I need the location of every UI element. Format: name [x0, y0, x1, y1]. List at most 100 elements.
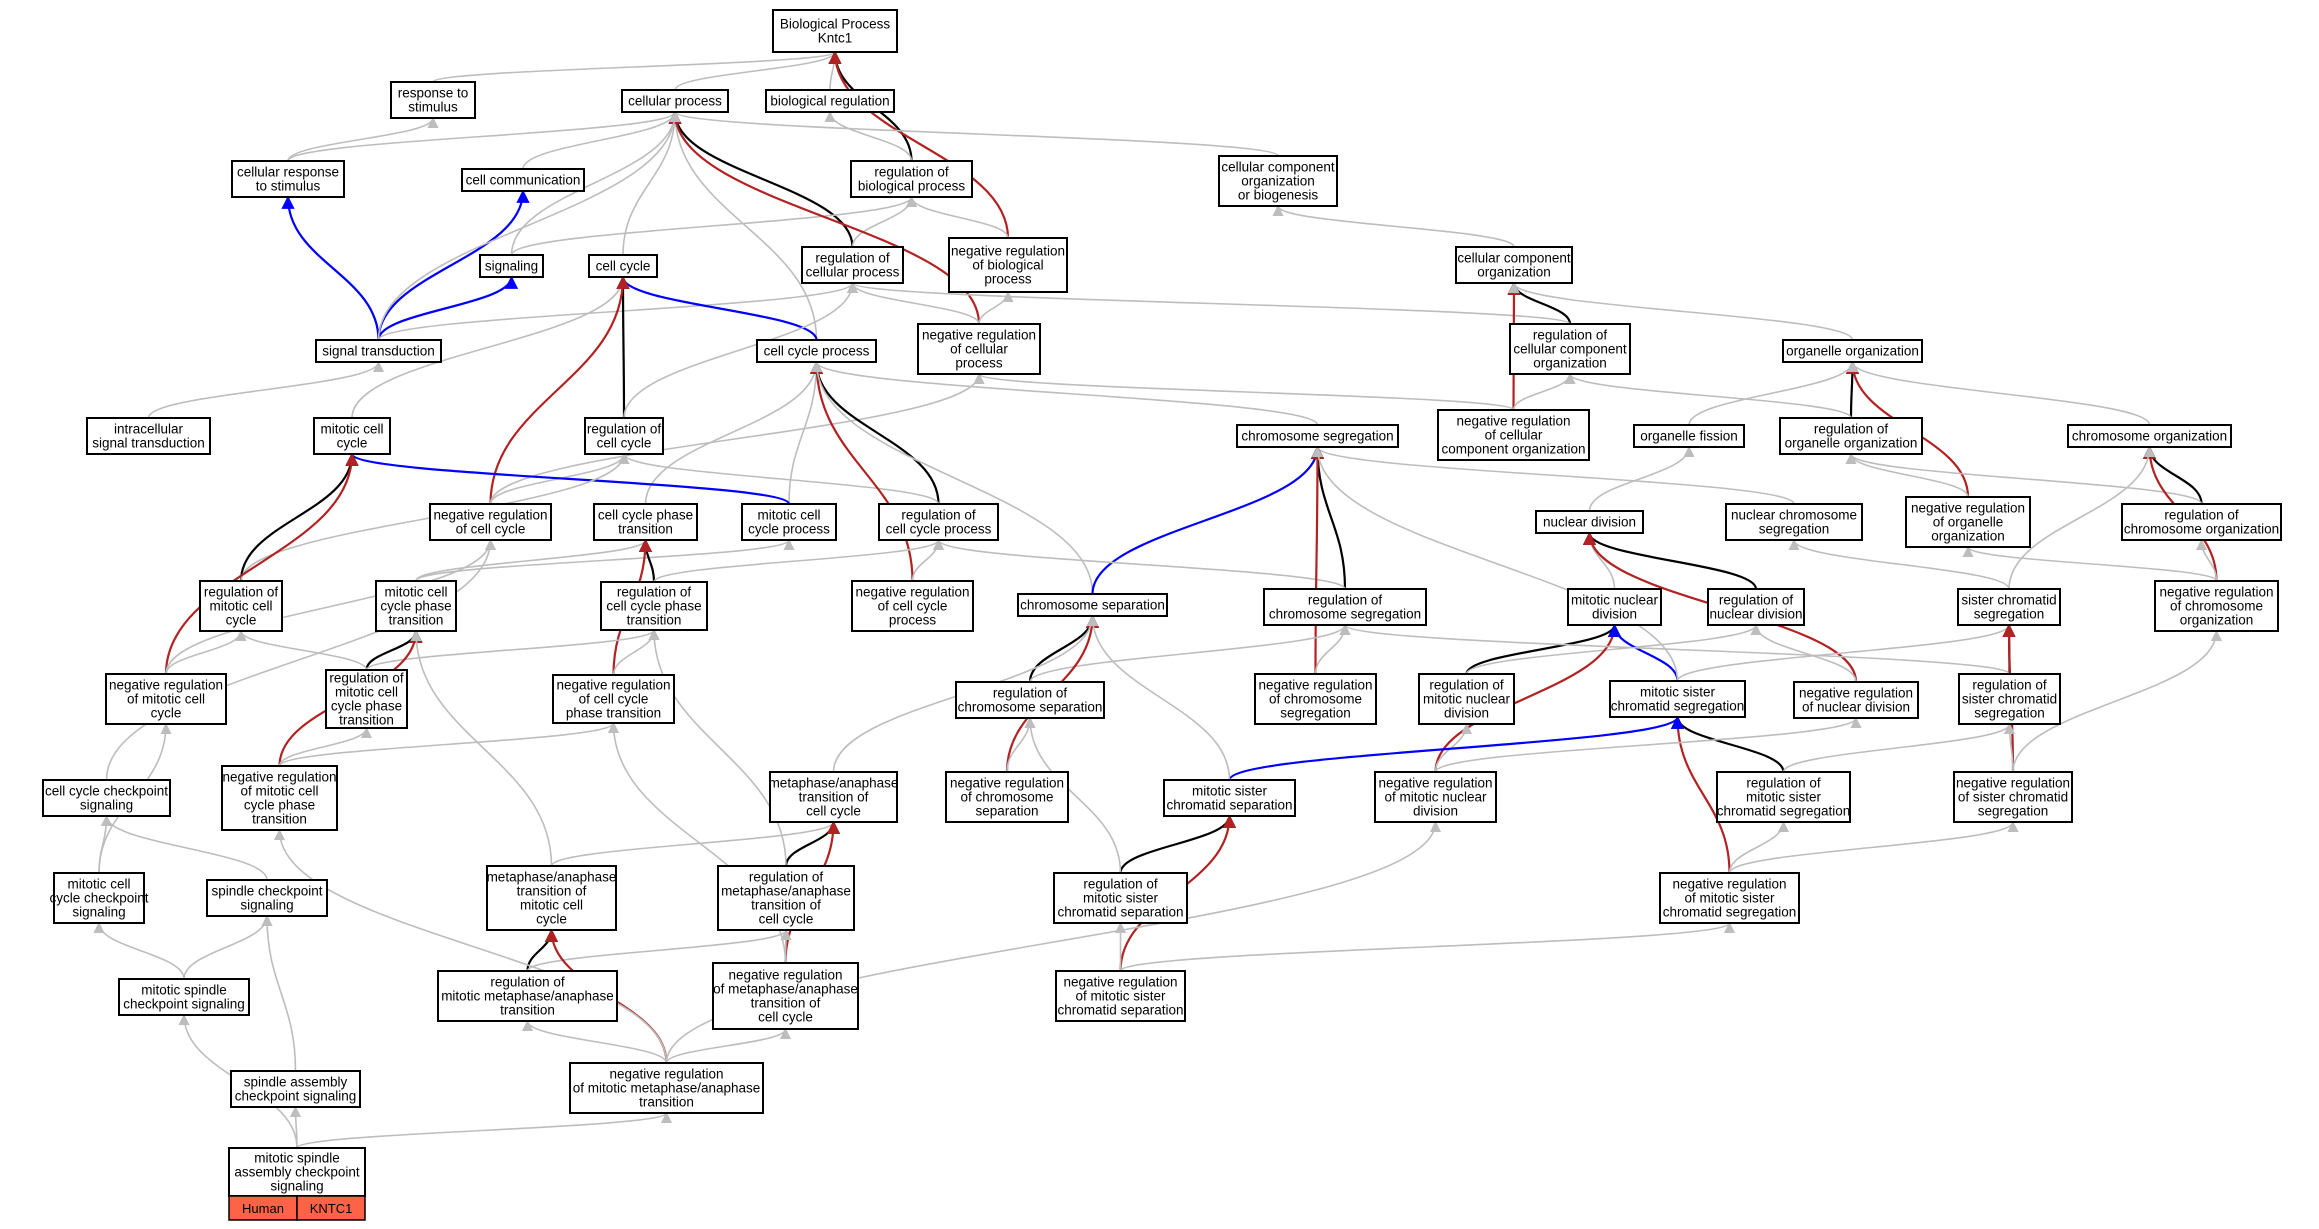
go-term-node-sigtrans[interactable]: signal transduction	[315, 339, 442, 363]
go-term-label: negative regulation	[109, 678, 223, 693]
go-term-node-cellcycle[interactable]: cell cycle	[588, 254, 658, 278]
go-term-node-ccproc[interactable]: cell cycle process	[756, 339, 877, 363]
edge-line	[1512, 372, 1576, 411]
go-term-node-nucdiv[interactable]: nuclear division	[1535, 510, 1644, 534]
go-term-node-cellproc[interactable]: cellular process	[621, 89, 729, 113]
edge-negregmitnucdiv-to-negregnucdiv	[1434, 716, 1862, 773]
edge-line	[1339, 623, 2011, 675]
go-term-node-chromorg[interactable]: chromosome organization	[2067, 424, 2232, 448]
go-term-node-regmetatrans[interactable]: regulation ofmetaphase/anaphasetransitio…	[717, 865, 855, 931]
go-term-box	[2154, 580, 2279, 632]
go-term-node-chromsep[interactable]: chromosome separation	[1017, 593, 1168, 617]
go-term-box	[437, 970, 618, 1022]
go-term-label: regulation of	[874, 165, 949, 180]
edge-mitspinassem-to-negregmitmeta	[296, 1111, 672, 1149]
go-term-box	[86, 417, 211, 455]
go-term-node-chromseg[interactable]: chromosome segregation	[1236, 424, 1399, 448]
go-term-label: mitotic sister	[1640, 685, 1716, 700]
go-term-label: cell cycle process	[764, 344, 870, 359]
go-term-label: Biological Process	[780, 17, 891, 32]
edge-line	[1119, 814, 1237, 874]
go-term-label: negative regulation	[1258, 678, 1372, 693]
edge-line	[1588, 445, 1695, 512]
go-term-node-bioreg[interactable]: biological regulation	[765, 89, 895, 113]
go-term-node-cellcomm[interactable]: cell communication	[461, 168, 585, 192]
go-term-label: regulation of	[1083, 877, 1158, 892]
edge-negregchromseg-to-chromseg	[1310, 445, 1325, 675]
go-term-label: segregation	[1974, 706, 2045, 721]
go-term-label: mitotic cell	[757, 508, 820, 523]
edge-negregmitmeta-to-negregmetatrans	[665, 1027, 792, 1064]
go-term-label: negative regulation	[433, 508, 547, 523]
go-term-label: chromosome organization	[2124, 522, 2279, 537]
edge-line	[1962, 545, 2218, 582]
go-term-node-signaling[interactable]: signaling	[479, 254, 544, 278]
go-term-label: chromatid segregation	[1717, 804, 1851, 819]
go-term-box	[584, 417, 664, 455]
edge-regccproc-to-ccproc	[809, 360, 940, 505]
go-term-node-orgorg[interactable]: organelle organization	[1782, 339, 1923, 363]
go-term-node-orgfis[interactable]: organelle fission	[1633, 424, 1745, 448]
